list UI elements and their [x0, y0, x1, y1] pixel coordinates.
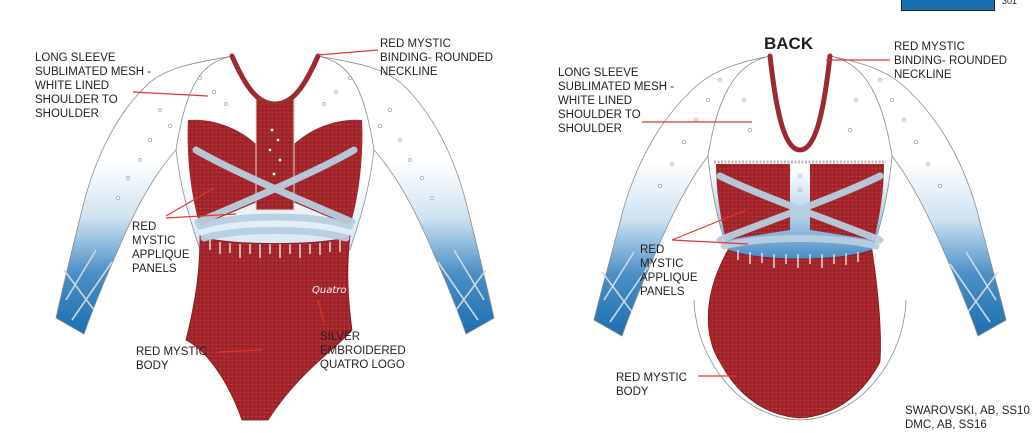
back-sleeve-label: LONG SLEEVE SUBLIMATED MESH - WHITE LINE…: [558, 66, 674, 136]
front-fringe-gems: [209, 240, 341, 258]
front-sleeve-trim: [63, 249, 487, 321]
back-body-label-line: BODY: [616, 386, 649, 398]
front-view: [55, 49, 495, 421]
front-applique-label-line: APPLIQUE: [132, 249, 190, 261]
front-binding-label-line: NECKLINE: [380, 66, 438, 78]
front-binding-label: RED MYSTIC BINDING- ROUNDED NECKLINE: [380, 37, 493, 79]
front-body-label-line: BODY: [136, 360, 169, 372]
back-binding-label-line: BINDING- ROUNDED: [894, 55, 1008, 67]
front-logo-label-line: QUATRO LOGO: [320, 359, 405, 371]
front-binding-label-line: BINDING- ROUNDED: [380, 52, 494, 64]
crystal-spec-line: DMC, AB, SS16: [905, 419, 987, 431]
front-body-label: RED MYSTIC BODY: [136, 345, 207, 373]
back-applique-label: RED MYSTIC APPLIQUE PANELS: [640, 243, 698, 299]
back-body-label-line: RED MYSTIC: [616, 372, 687, 384]
back-applique-label-line: RED: [640, 244, 665, 256]
back-binding-label: RED MYSTIC BINDING- ROUNDED NECKLINE: [894, 40, 1007, 82]
front-body-label-line: RED MYSTIC: [136, 346, 207, 358]
back-sleeve-label-line: WHITE LINED: [558, 95, 633, 107]
back-red-body: [707, 249, 881, 419]
front-applique-label-line: RED: [132, 221, 157, 233]
crystal-spec-note: SWAROVSKI, AB, SS10 DMC, AB, SS16: [905, 404, 1030, 432]
back-view-title: BACK: [764, 34, 814, 53]
back-fringe-gems: [737, 250, 859, 268]
back-rhinestones: [658, 78, 942, 192]
front-neckline-binding: [229, 53, 321, 107]
front-logo-label-line: EMBROIDERED: [320, 345, 406, 357]
front-logo-label: SILVER EMBROIDERED QUATRO LOGO: [320, 330, 406, 372]
back-sleeve-label-line: LONG SLEEVE: [558, 67, 639, 79]
front-silver-straps: [192, 146, 358, 242]
front-sleeve-label: LONG SLEEVE SUBLIMATED MESH - WHITE LINE…: [35, 51, 151, 121]
front-sleeve-label-line: SUBLIMATED MESH -: [35, 66, 152, 78]
front-sleeve-label-line: WHITE LINED: [35, 80, 110, 92]
back-applique-label-line: MYSTIC: [640, 258, 684, 270]
quatro-logo: Quatro: [312, 285, 347, 296]
corner-color-swatch: [901, 0, 995, 11]
back-view: [593, 53, 1007, 421]
back-neckline-binding: [767, 53, 833, 153]
front-applique-label-line: PANELS: [132, 263, 177, 275]
front-sleeve-label-line: SHOULDER TO: [35, 94, 118, 106]
front-rhinestones: [116, 76, 434, 200]
back-sleeve-label-line: SHOULDER TO: [558, 109, 641, 121]
front-binding-label-line: RED MYSTIC: [380, 38, 451, 50]
front-leader-lines: [132, 49, 379, 353]
crystal-spec-line: SWAROVSKI, AB, SS10: [905, 405, 1030, 417]
front-red-body: [185, 235, 353, 421]
back-sleeve-label-line: SHOULDER: [558, 123, 622, 135]
back-sleeve-trim: [601, 251, 999, 323]
back-leader-lines: [642, 59, 890, 377]
back-binding-label-line: RED MYSTIC: [894, 41, 965, 53]
front-applique-label: RED MYSTIC APPLIQUE PANELS: [132, 220, 190, 276]
back-applique-label-line: PANELS: [640, 286, 685, 298]
back-body-outline: [693, 299, 907, 421]
back-sleeve-label-line: SUBLIMATED MESH -: [558, 81, 675, 93]
front-sleeve-label-line: LONG SLEEVE: [35, 52, 116, 64]
page-number: 301: [1002, 0, 1018, 6]
front-applique-label-line: MYSTIC: [132, 235, 176, 247]
back-applique-label-line: APPLIQUE: [640, 272, 698, 284]
back-body-label: RED MYSTIC BODY: [616, 371, 687, 399]
front-logo-label-line: SILVER: [320, 331, 361, 343]
back-binding-label-line: NECKLINE: [894, 69, 952, 81]
front-sleeve-label-line: SHOULDER: [35, 108, 99, 120]
